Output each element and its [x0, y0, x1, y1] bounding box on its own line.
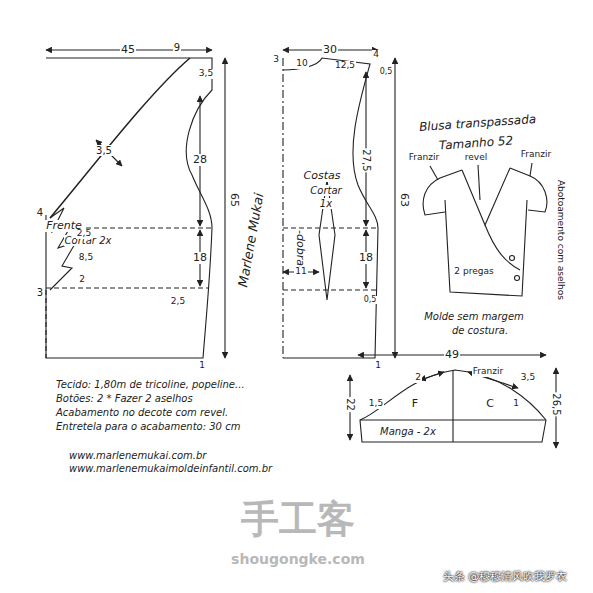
dimension: 9	[173, 42, 181, 53]
dimension: 4	[36, 207, 44, 218]
dimension: 27,5	[360, 148, 371, 172]
dimension: 3,5	[198, 69, 214, 79]
facing-note: revel	[464, 153, 488, 163]
dimension: 49	[444, 349, 460, 361]
cut-note: Cortar	[309, 185, 342, 196]
material-note: Botões: 2 * Fazer 2 aselhos	[55, 393, 194, 404]
dimension: 3,5	[520, 373, 536, 383]
dimension: 0,5	[379, 68, 394, 77]
dimension: 18	[192, 252, 208, 264]
dimension: 2,5	[170, 297, 186, 307]
title-note: Blusa transpassada	[418, 113, 538, 134]
dimension: 18	[358, 252, 374, 264]
dimension: 3	[272, 55, 280, 65]
dimension: 1	[374, 361, 382, 371]
gather-note: Franzir	[408, 153, 440, 163]
dimension: 3,5	[95, 145, 113, 156]
dimension: 0,5	[363, 296, 378, 305]
cut-note: 1x	[319, 198, 333, 209]
dimension: 4	[372, 50, 380, 60]
dimension: 26,5	[550, 392, 561, 416]
watermark: shougongke.com	[230, 552, 366, 567]
website: www.marlenemukai.com.br	[68, 450, 207, 461]
pattern-note: Molde sem margem	[423, 311, 525, 322]
dimension: 12,5	[334, 61, 356, 71]
piece-name: Costas	[303, 170, 342, 182]
pleat-note: 2 pregas	[453, 267, 494, 277]
material-note: Entretela para o acabamento: 30 cm	[55, 421, 241, 432]
signature: Marlene Mukai	[237, 191, 268, 289]
dimension: 2,5	[76, 229, 92, 239]
fold-note: -dobra-	[294, 229, 306, 271]
button-note: Abotoamento com aselhos	[555, 179, 565, 301]
website: www.marlenemukaimoldeinfantil.com.br	[68, 463, 273, 474]
dimension: 28	[192, 154, 208, 166]
dimension: 65	[228, 192, 240, 208]
dimension: 2	[78, 275, 86, 285]
watermark: 手工客	[240, 499, 356, 541]
gather-note: Franzir	[472, 367, 504, 377]
dimension: 11	[294, 267, 307, 277]
front-piece	[46, 50, 225, 358]
panel-letter: C	[485, 398, 495, 410]
piece-name: Manga - 2x	[379, 426, 437, 437]
dimension: 45	[120, 44, 136, 56]
panel-letter: F	[411, 398, 419, 410]
dimension: 8,5	[78, 253, 94, 263]
material-note: Tecido: 1,80m de tricoline, popeline...	[55, 379, 246, 390]
blouse-sketch	[423, 163, 547, 296]
title-note: Tamanho 52	[438, 135, 515, 153]
dimension: 1,5	[368, 399, 384, 409]
dimension: 2	[414, 373, 422, 383]
dimension: 3	[36, 287, 44, 298]
dimension: 1	[198, 361, 206, 371]
gather-note: Franzir	[520, 150, 552, 160]
sleeve-piece	[350, 355, 556, 448]
dimension: 22	[344, 397, 355, 412]
back-piece	[283, 50, 395, 358]
dimension: 30	[322, 44, 338, 56]
pattern-note: de costura.	[451, 325, 509, 336]
dimension: 1	[512, 399, 520, 409]
material-note: Acabamento no decote com revel.	[55, 407, 229, 418]
dimension: 63	[398, 192, 410, 208]
watermark: 头条 @穆穆清风吹我罗衣	[442, 571, 569, 583]
dimension: 10	[295, 59, 308, 69]
